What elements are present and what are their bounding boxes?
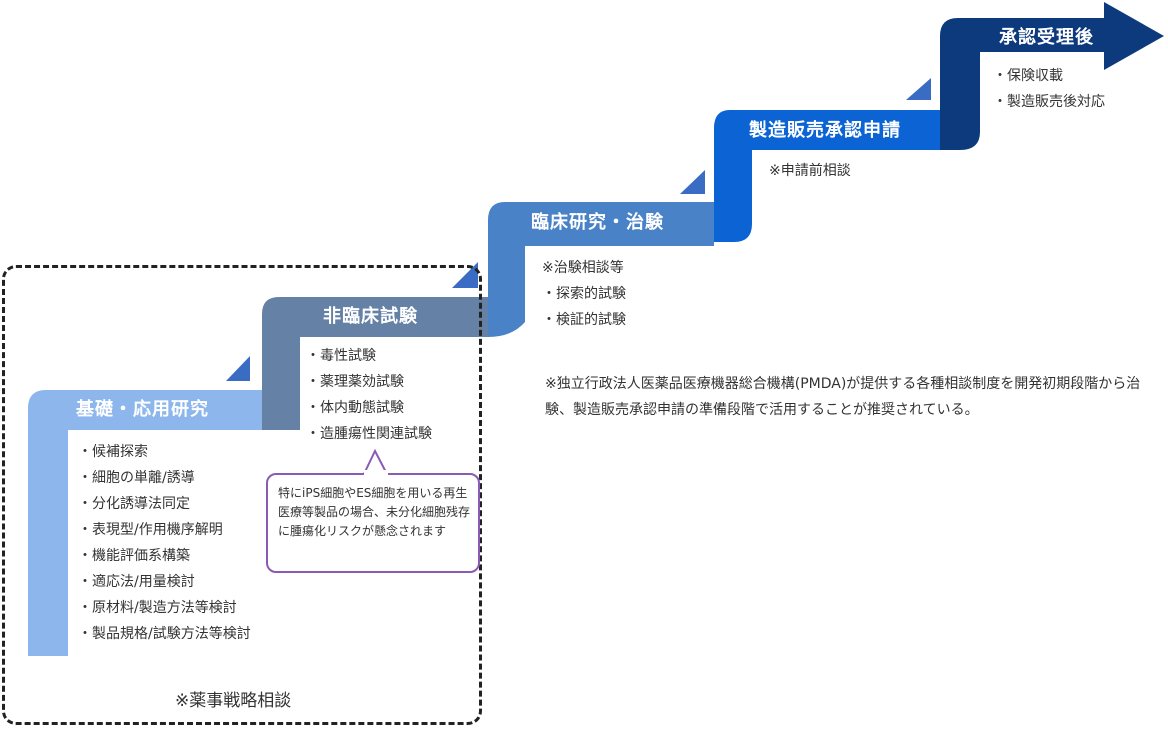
pmda-consultation-note: ※独立行政法人医薬品医療機器総合機構(PMDA)が提供する各種相談制度を開発初期… (545, 376, 1141, 418)
step-title-basic-research: 基礎・応用研究 (76, 399, 209, 420)
step-nonclinical-shape (262, 297, 488, 430)
list-item: ・探索的試験 (542, 286, 626, 302)
post-approval-list: ・保険収載 ・製造販売後対応 (993, 63, 1105, 115)
strategy-consultation-note: ※薬事戦略相談 (175, 691, 292, 711)
list-item: ・候補探索 (78, 444, 148, 460)
step-title-post-approval: 承認受理後 (999, 27, 1094, 48)
bubble-tail-cover (364, 470, 388, 478)
nonclinical-list: ・毒性試験 ・薬理薬効試験 ・体内動態試験 ・造腫瘍性関連試験 (306, 343, 432, 447)
basic-research-list: ・候補探索 ・細胞の単離/誘導 ・分化誘導法同定 ・表現型/作用機序解明 ・機能… (78, 439, 251, 647)
list-item: ・分化誘導法同定 (78, 496, 190, 512)
list-item: ・造腫瘍性関連試験 (306, 426, 432, 442)
clinical-list: ※治験相談等 ・探索的試験 ・検証的試験 (542, 255, 626, 333)
strategy-consultation-box (2, 265, 482, 725)
list-item: ・原材料/製造方法等検討 (78, 600, 237, 616)
step-approval-application-shape (714, 110, 940, 242)
step-basic-research-shape (28, 390, 262, 656)
list-item: ・体内動態試験 (306, 400, 404, 416)
step-title-clinical: 臨床研究・治験 (531, 212, 664, 233)
list-item: ・製造販売後対応 (993, 94, 1105, 110)
list-item: ・機能評価系構築 (78, 548, 190, 564)
list-item: ※申請前相談 (769, 163, 851, 179)
list-item: ・薬理薬効試験 (306, 374, 404, 390)
step-triangle-1 (226, 356, 250, 381)
step-title-nonclinical: 非臨床試験 (323, 306, 418, 327)
list-item: ・表現型/作用機序解明 (78, 522, 223, 538)
list-item: ・毒性試験 (306, 348, 376, 364)
step-title-approval-application: 製造販売承認申請 (749, 120, 901, 141)
list-item: ※治験相談等 (542, 260, 624, 276)
step-triangle-3 (680, 170, 705, 194)
list-item: ・検証的試験 (542, 312, 626, 328)
step-clinical-shape (488, 202, 714, 337)
list-item: ・製品規格/試験方法等検討 (78, 626, 251, 642)
list-item: ・細胞の単離/誘導 (78, 470, 195, 486)
tumorigenicity-note-bubble: 特にiPS細胞やES細胞を用いる再生医療等製品の場合、未分化細胞残存に腫瘍化リス… (266, 473, 480, 573)
list-item: ・保険収載 (993, 68, 1063, 84)
step-triangle-4 (906, 78, 931, 100)
step-post-approval-shape (940, 2, 1164, 150)
list-item: ・適応法/用量検討 (78, 574, 195, 590)
approval-application-list: ※申請前相談 (769, 158, 851, 184)
